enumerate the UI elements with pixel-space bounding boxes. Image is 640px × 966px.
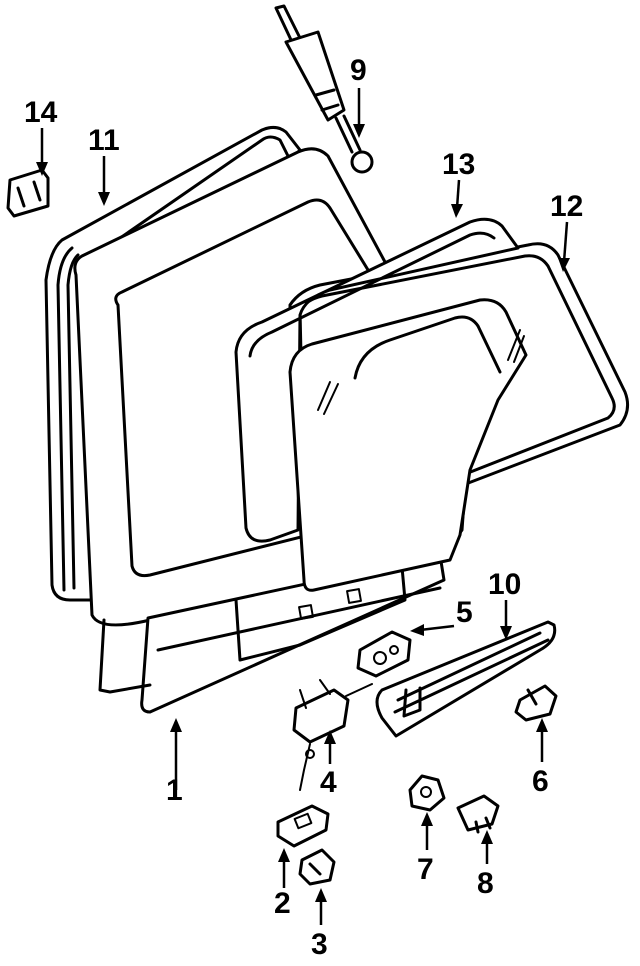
callout-3: 3: [311, 928, 328, 961]
part-3-bracket: [298, 848, 336, 886]
callout-12: 12: [550, 190, 583, 223]
callout-2: 2: [274, 887, 291, 920]
arrow-12: [558, 221, 570, 272]
arrow-3: [315, 888, 327, 925]
callout-6: 6: [532, 765, 549, 798]
part-9-gas-strut: [274, 4, 374, 174]
glass-pane: [288, 298, 528, 592]
arrow-6: [536, 718, 548, 762]
arrow-8: [481, 830, 493, 864]
callout-9: 9: [350, 54, 367, 87]
arrow-5: [410, 624, 455, 636]
arrow-4: [324, 730, 336, 764]
part-6-clip: [514, 684, 558, 722]
part-5-lock: [356, 630, 412, 678]
leader-arrows: [36, 88, 570, 925]
part-14-bracket: [6, 168, 50, 218]
callout-13: 13: [442, 148, 475, 181]
arrow-13: [451, 179, 463, 218]
callout-11: 11: [88, 124, 120, 157]
callout-14: 14: [24, 96, 58, 129]
arrow-2: [278, 848, 290, 888]
part-7-bumper: [408, 774, 446, 812]
callout-8: 8: [477, 867, 494, 900]
arrow-1: [170, 718, 182, 790]
callout-1: 1: [166, 774, 183, 807]
callout-labels: 1 2 3 4 5 6 7 8 9 10 11 12 13 14: [24, 54, 583, 961]
part-2-striker: [276, 804, 330, 848]
callout-7: 7: [417, 853, 434, 886]
arrow-14: [36, 128, 48, 176]
arrow-7: [421, 812, 433, 850]
callout-4: 4: [320, 766, 337, 799]
part-10-handle: [375, 620, 557, 738]
arrow-9: [353, 88, 365, 138]
callout-10: 10: [488, 568, 521, 601]
arrow-11: [98, 156, 110, 206]
part-8-stopper: [456, 794, 500, 834]
arrow-10: [500, 600, 512, 640]
callout-5: 5: [456, 596, 473, 629]
part-4-latch: [292, 679, 373, 791]
